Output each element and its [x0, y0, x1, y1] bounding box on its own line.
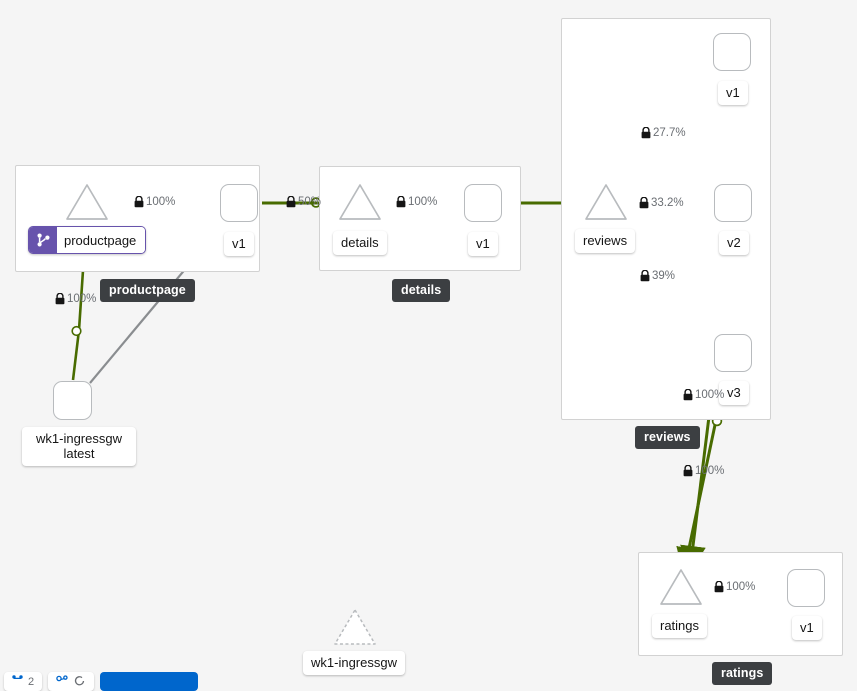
- reset-view-icon[interactable]: [74, 675, 86, 689]
- node-label-ratings-service[interactable]: ratings: [652, 614, 708, 638]
- edge-pct: 27.7%: [653, 127, 686, 139]
- productpage-service-label: productpage: [57, 227, 146, 253]
- node-reviews-v1[interactable]: [713, 33, 751, 71]
- edge-label-reviews-v2-to-ratings[interactable]: 100%: [683, 464, 725, 477]
- virtual-service-icon: [29, 227, 57, 253]
- fit-to-screen-icon[interactable]: [56, 674, 69, 689]
- legend-count: 2: [28, 675, 35, 688]
- edge-pct: 100%: [695, 389, 725, 401]
- lock-icon: [683, 464, 693, 477]
- node-ratings-v1[interactable]: [787, 569, 825, 607]
- edge-label-reviews-svc-to-v3[interactable]: 39%: [640, 269, 676, 282]
- edge-pct: 100%: [408, 196, 438, 208]
- edge-pct: 100%: [67, 293, 97, 305]
- node-ratings-service[interactable]: [658, 567, 704, 607]
- edge-label-ingress-to-productpage-svc[interactable]: 100%: [55, 292, 97, 305]
- group-badge-productpage: productpage: [100, 279, 195, 302]
- node-productpage-v1[interactable]: [220, 184, 258, 222]
- edge-pct: 33.2%: [651, 197, 684, 209]
- node-label-ingressgw-workload: wk1-ingressgw latest: [22, 427, 136, 466]
- group-badge-ratings: ratings: [712, 662, 773, 685]
- node-label-productpage-service[interactable]: productpage: [28, 226, 147, 254]
- edge-label-productpage-v1-to-details-svc[interactable]: 50%: [286, 195, 322, 208]
- edge-pct: 39%: [652, 270, 676, 282]
- lock-icon: [286, 195, 296, 208]
- edge-label-reviews-svc-to-v2[interactable]: 33.2%: [639, 196, 684, 209]
- node-reviews-v2[interactable]: [714, 184, 752, 222]
- graph-bottom-toolbar[interactable]: 2: [0, 672, 199, 691]
- node-label-details-v1: v1: [468, 232, 498, 256]
- edge-label-ratings-svc-to-v1[interactable]: 100%: [714, 580, 756, 593]
- edge-label-productpage-svc-to-v1[interactable]: 100%: [134, 195, 176, 208]
- node-label-reviews-v3: v3: [719, 381, 749, 405]
- node-label-details-service[interactable]: details: [333, 231, 387, 255]
- lock-icon: [714, 580, 724, 593]
- edge-label-reviews-v3-to-ratings[interactable]: 100%: [683, 388, 725, 401]
- node-label-reviews-service[interactable]: reviews: [575, 229, 636, 253]
- lock-icon: [641, 126, 651, 139]
- node-ingressgw-workload[interactable]: [53, 381, 92, 420]
- edge-label-reviews-svc-to-v1[interactable]: 27.7%: [641, 126, 686, 139]
- edge-label-details-svc-to-v1[interactable]: 100%: [396, 195, 438, 208]
- group-box-productpage[interactable]: [15, 165, 260, 272]
- lock-icon: [639, 196, 649, 209]
- lock-icon: [396, 195, 406, 208]
- lock-icon: [55, 292, 65, 305]
- primary-action-button[interactable]: [100, 672, 199, 691]
- node-reviews-v3[interactable]: [714, 334, 752, 372]
- node-label-productpage-v1: v1: [224, 232, 254, 256]
- edge-pct: 50%: [298, 196, 322, 208]
- lock-icon: [683, 388, 693, 401]
- lock-icon: [640, 269, 650, 282]
- node-details-service[interactable]: [337, 182, 383, 222]
- node-details-v1[interactable]: [464, 184, 502, 222]
- zoom-controls-chip[interactable]: [48, 672, 95, 691]
- edge-pct: 100%: [146, 196, 176, 208]
- node-label-ratings-v1: v1: [792, 616, 822, 640]
- edge-pct: 100%: [726, 581, 756, 593]
- lock-icon: [134, 195, 144, 208]
- node-ingressgw-service[interactable]: [332, 607, 378, 647]
- legend-chip[interactable]: 2: [4, 672, 43, 691]
- node-label-ingressgw-service[interactable]: wk1-ingressgw: [303, 651, 405, 675]
- node-label-reviews-v1: v1: [718, 81, 748, 105]
- ingressgw-label-line2: latest: [63, 446, 95, 461]
- node-productpage-service[interactable]: [64, 182, 110, 222]
- node-reviews-service[interactable]: [583, 182, 629, 222]
- legend-icon: [12, 674, 23, 689]
- ingressgw-label-line1: wk1-ingressgw: [36, 431, 122, 446]
- node-label-reviews-v2: v2: [719, 231, 749, 255]
- group-badge-reviews: reviews: [635, 426, 700, 449]
- group-badge-details: details: [392, 279, 451, 302]
- edge-pct: 100%: [695, 465, 725, 477]
